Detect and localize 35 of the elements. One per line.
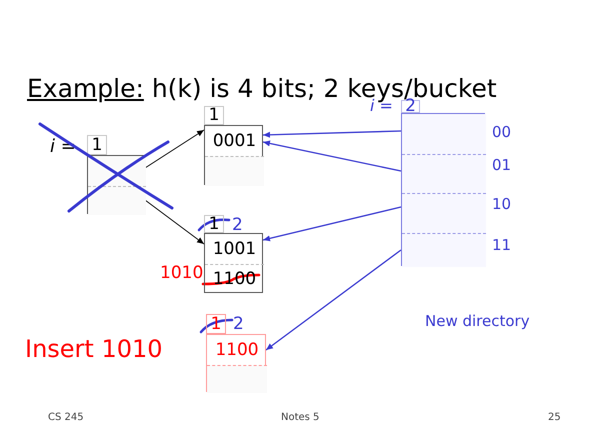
arrow: [144, 130, 204, 168]
bucket-slot: [402, 193, 486, 233]
bucket-slot: 1100: [207, 335, 267, 365]
depth-cell: 1: [204, 106, 224, 125]
bucket-slot: [402, 233, 486, 267]
instruction-text: Insert 1010: [25, 337, 163, 361]
depth-cell: 2: [401, 100, 420, 113]
arrow: [266, 249, 402, 351]
bucket-box: [87, 155, 145, 214]
arrow: [262, 206, 402, 242]
bucket-box: [204, 125, 263, 185]
bucket-slot: [207, 365, 267, 393]
new-depth-number: 2: [233, 316, 244, 333]
bucket-slot: 1001: [205, 234, 264, 264]
bucket-slot: [88, 186, 146, 215]
bucket-slot: [402, 154, 486, 193]
depth-cell: 1: [87, 135, 107, 155]
footer-text: CS 245: [48, 413, 84, 423]
bucket-slot: 0001: [205, 126, 264, 156]
arrow: [144, 200, 204, 244]
arrow: [262, 140, 402, 172]
page-number: 25: [548, 413, 561, 423]
arrow: [262, 130, 402, 138]
caption-text: New directory: [425, 314, 530, 329]
bucket-box: [206, 334, 266, 392]
bucket-slot: [402, 114, 486, 154]
inserted-key: 1010: [160, 265, 204, 282]
footer-text: Notes 5: [281, 413, 320, 423]
bit-pattern: 11: [492, 238, 512, 253]
bucket-slot: [205, 156, 264, 186]
bit-pattern: 00: [492, 125, 512, 140]
bit-pattern: 01: [492, 158, 512, 173]
bucket-box: [401, 113, 485, 266]
bit-pattern: 10: [492, 197, 512, 212]
new-depth-number: 2: [232, 217, 243, 234]
